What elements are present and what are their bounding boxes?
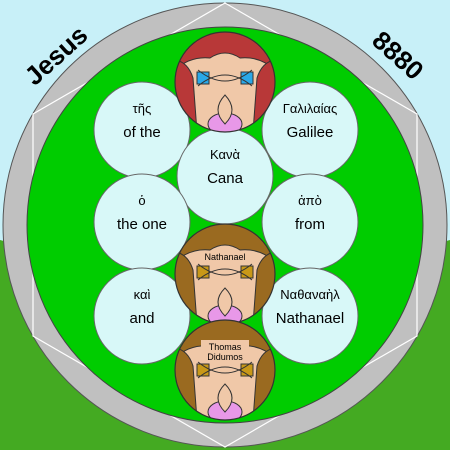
english-word: and (129, 310, 154, 327)
bubble-bottom-left: καὶ and (93, 267, 191, 365)
bubble-mid-right: ἀπὸ from (261, 173, 359, 271)
english-word: of the (123, 124, 161, 141)
face-name-line1: Thomas (209, 342, 242, 352)
english-word: Cana (207, 170, 244, 187)
greek-word: Γαλιλαίας (283, 101, 338, 116)
greek-word: τῆς (133, 101, 152, 116)
bubble-top-left: τῆς of the (93, 81, 191, 179)
bubble-bottom-right: Ναθαναὴλ Nathanael (261, 267, 359, 365)
greek-word: ὁ (138, 193, 145, 208)
greek-word: ἀπὸ (298, 193, 322, 208)
english-word: Galilee (287, 124, 334, 141)
face-middle: Nathanael (174, 223, 276, 325)
face-bottom: Thomas Didumos (174, 319, 276, 421)
face-name-line2: Didumos (207, 352, 243, 362)
english-word: from (295, 216, 325, 233)
greek-word: καὶ (134, 287, 151, 302)
english-word: Nathanael (276, 310, 344, 327)
greek-word: Ναθαναὴλ (280, 287, 340, 302)
hexagon-outline (32, 2, 418, 448)
face-name-label: Nathanael (204, 252, 245, 262)
bubble-mid-left: ὁ the one (93, 173, 191, 271)
bubble-top-right: Γαλιλαίας Galilee (261, 81, 359, 179)
bubble-center: Κανὰ Cana (176, 127, 274, 225)
english-word: the one (117, 216, 167, 233)
greek-word: Κανὰ (210, 147, 241, 162)
